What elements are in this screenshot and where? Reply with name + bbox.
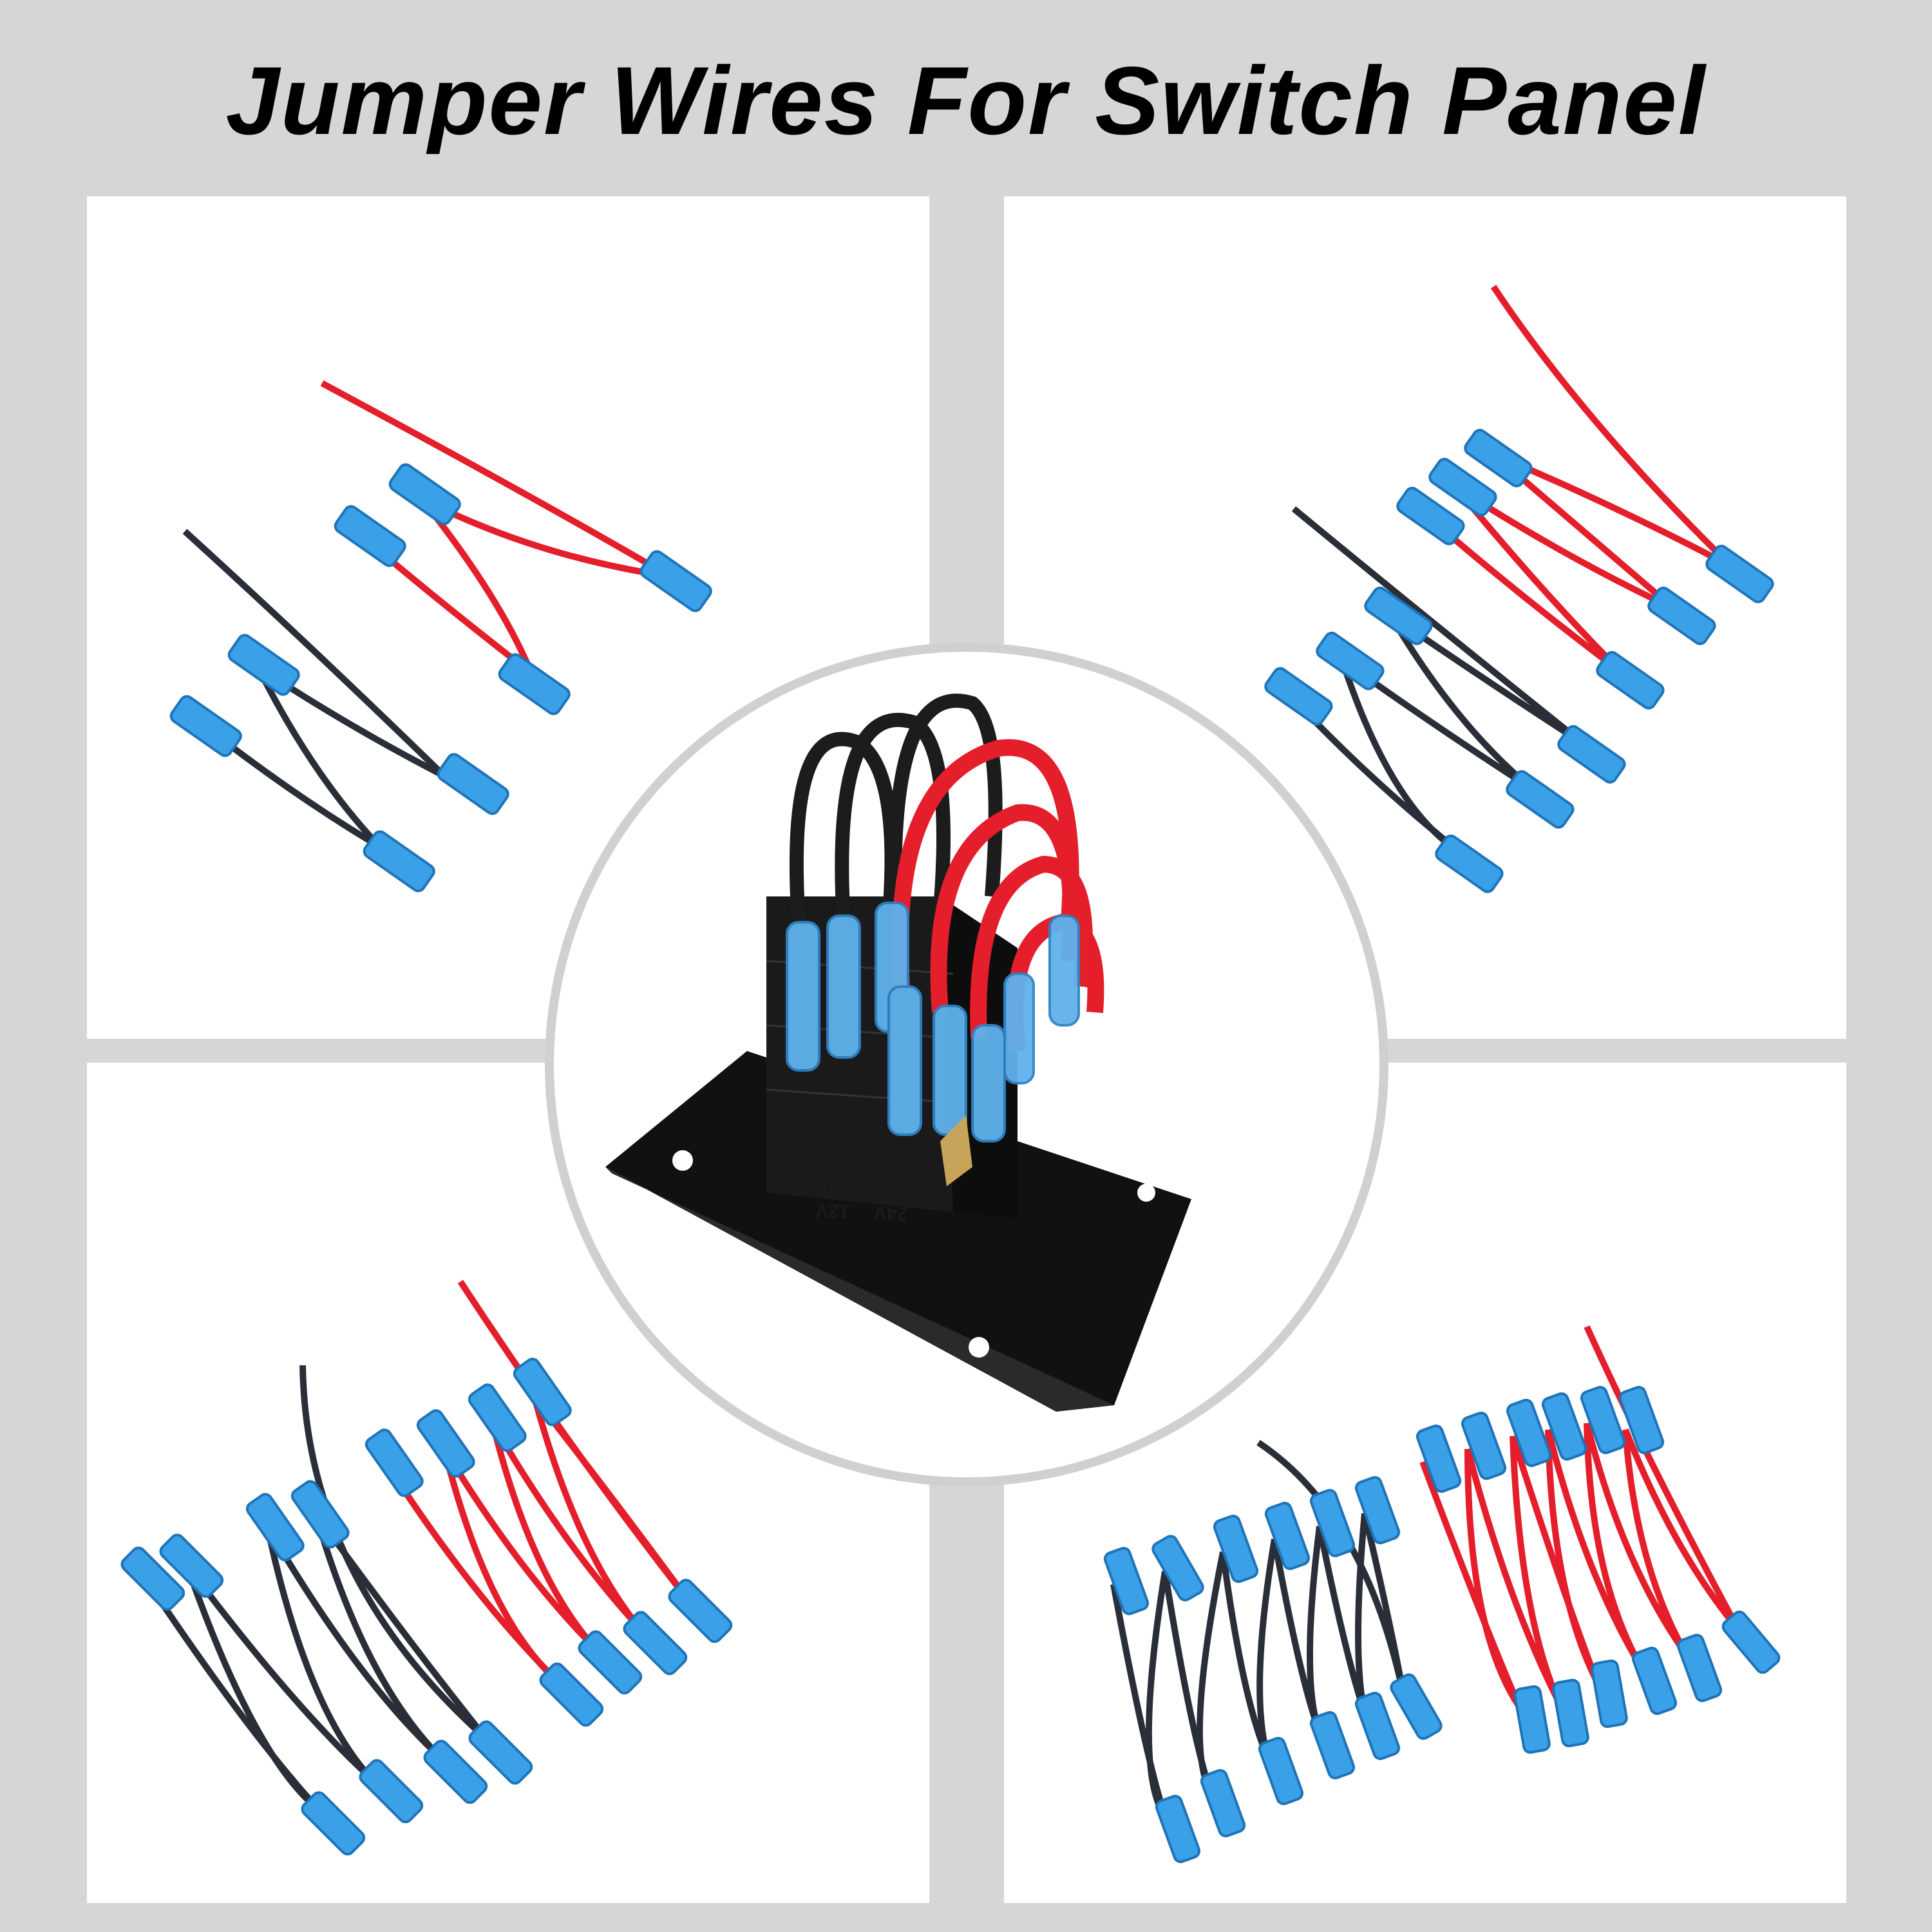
jumper-set-4-image	[120, 1280, 733, 1856]
switch-label-line2: 20A	[815, 1177, 851, 1199]
switch-label-line5: 10A	[873, 1179, 909, 1201]
jumper-set-5-image	[1103, 1325, 1781, 1864]
switch-label-line3: DC	[823, 1154, 851, 1176]
jumper-set-2-image	[169, 380, 712, 893]
switch-label-line1: 12V	[815, 1200, 851, 1222]
switch-label-line6: DC	[881, 1156, 909, 1178]
switch-panel-inset: 12V 20A DC 24V 10A DC CE	[554, 652, 1379, 1477]
ce-mark: CE	[779, 1172, 812, 1200]
page-title: Jumper Wires For Switch Panel	[225, 46, 1707, 155]
switch-panel-image: 12V 20A DC 24V 10A DC CE	[605, 694, 1191, 1412]
jumper-set-3-image	[1264, 285, 1774, 893]
switch-label-line4: 24V	[873, 1202, 909, 1224]
jumper-set-2-panel	[87, 196, 929, 1039]
